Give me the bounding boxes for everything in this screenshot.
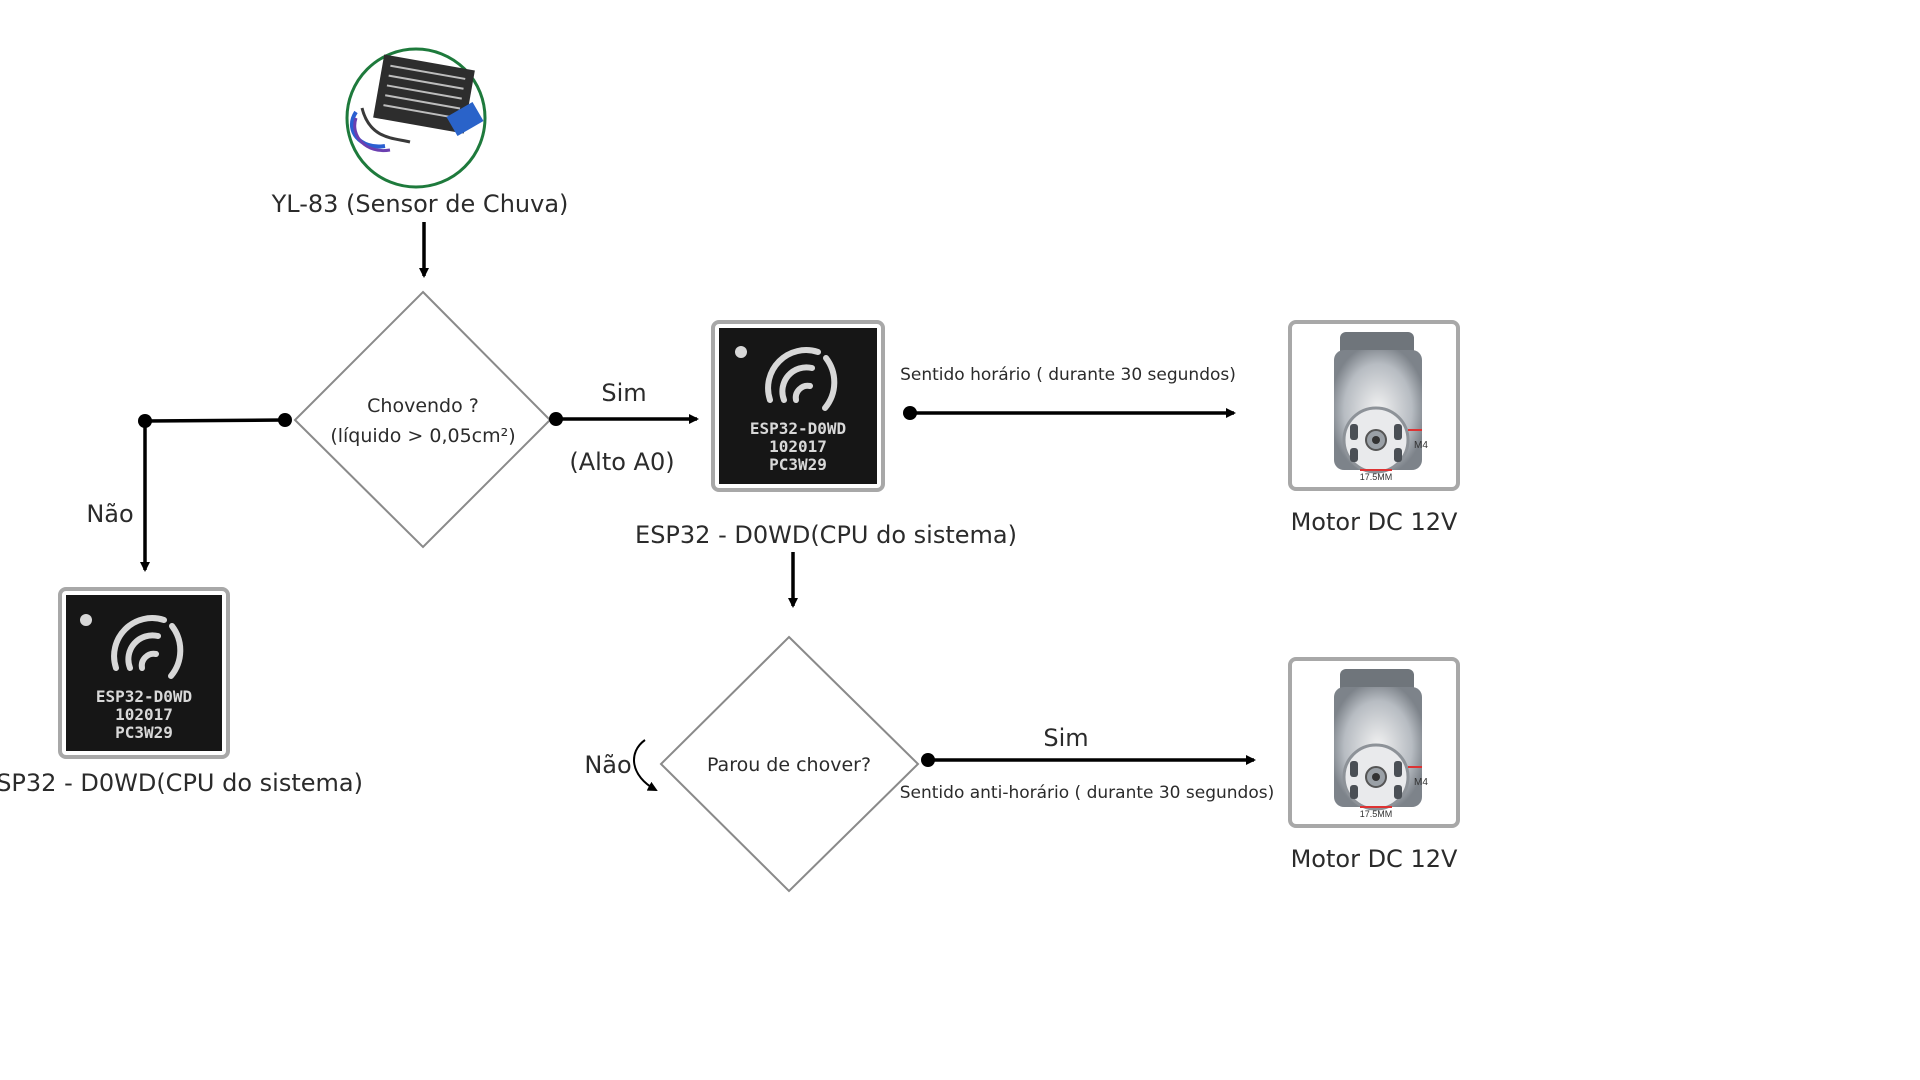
decision-raining-line1: Chovendo ? bbox=[367, 395, 479, 417]
edge-no-raining-label: Não bbox=[86, 500, 133, 528]
motor-top-tag-mm: 17.5MM bbox=[1360, 472, 1393, 482]
esp32-idle-chip-line2: 102017 bbox=[115, 705, 173, 724]
motor-bottom-image: M4 17.5MM bbox=[1288, 657, 1460, 828]
decision-stopped-raining-label: Parou de chover? bbox=[707, 754, 871, 776]
esp32-idle-chip-line3: PC3W29 bbox=[115, 723, 173, 742]
motor-bottom-label: Motor DC 12V bbox=[1291, 845, 1458, 873]
esp32-main-chip-line1: ESP32-D0WD bbox=[750, 419, 846, 438]
esp32-idle-chip-image: ESP32-D0WD 102017 PC3W29 bbox=[58, 587, 230, 759]
esp32-idle-label: ESP32 - D0WD(CPU do sistema) bbox=[0, 769, 363, 797]
edge-no-stopped-label: Não bbox=[584, 751, 631, 779]
esp32-main-node: ESP32-D0WD 102017 PC3W29 ESP32 - D0WD(CP… bbox=[635, 320, 1017, 549]
rain-sensor-node: YL-83 (Sensor de Chuva) bbox=[271, 47, 569, 218]
decision-stopped-raining: Parou de chover? bbox=[659, 635, 920, 893]
motor-bottom-node: M4 17.5MM Motor DC 12V bbox=[1288, 657, 1460, 873]
decision-raining: Chovendo ? (líquido > 0,05cm²) bbox=[293, 290, 552, 549]
rain-sensor-label: YL-83 (Sensor de Chuva) bbox=[271, 190, 569, 218]
edge-no-stopped: Não bbox=[584, 739, 658, 791]
motor-top-tag-m: M4 bbox=[1414, 440, 1428, 451]
motor-top-node: M4 17.5MM Motor DC 12V bbox=[1288, 320, 1460, 536]
edge-yes-raining-label: Sim bbox=[601, 379, 646, 407]
edge-yes-stopped-label: Sim bbox=[1043, 724, 1088, 752]
edge-clockwise-label: Sentido horário ( durante 30 segundos) bbox=[900, 365, 1236, 385]
edge-yes-raining-sub: (Alto A0) bbox=[569, 448, 674, 476]
esp32-main-chip-image: ESP32-D0WD 102017 PC3W29 bbox=[711, 320, 885, 492]
esp32-main-label: ESP32 - D0WD(CPU do sistema) bbox=[635, 521, 1017, 549]
motor-top-label: Motor DC 12V bbox=[1291, 508, 1458, 536]
rain-sensor-image bbox=[345, 47, 487, 189]
edge-clockwise: Sentido horário ( durante 30 segundos) bbox=[900, 365, 1236, 420]
decision-raining-line2: (líquido > 0,05cm²) bbox=[330, 425, 515, 447]
motor-top-image: M4 17.5MM bbox=[1288, 320, 1460, 491]
motor-bottom-tag-mm: 17.5MM bbox=[1360, 809, 1393, 819]
edge-yes-stopped-sub: Sentido anti-horário ( durante 30 segund… bbox=[900, 783, 1275, 803]
edge-no-raining: Não bbox=[86, 413, 292, 572]
esp32-idle-chip-line1: ESP32-D0WD bbox=[96, 687, 192, 706]
esp32-main-chip-line2: 102017 bbox=[769, 437, 827, 456]
edge-yes-raining: Sim (Alto A0) bbox=[549, 379, 699, 476]
edge-yes-stopped: Sim Sentido anti-horário ( durante 30 se… bbox=[900, 724, 1275, 803]
esp32-main-chip-line3: PC3W29 bbox=[769, 455, 827, 474]
esp32-idle-node: ESP32-D0WD 102017 PC3W29 ESP32 - D0WD(CP… bbox=[0, 587, 363, 797]
motor-bottom-tag-m: M4 bbox=[1414, 777, 1428, 788]
